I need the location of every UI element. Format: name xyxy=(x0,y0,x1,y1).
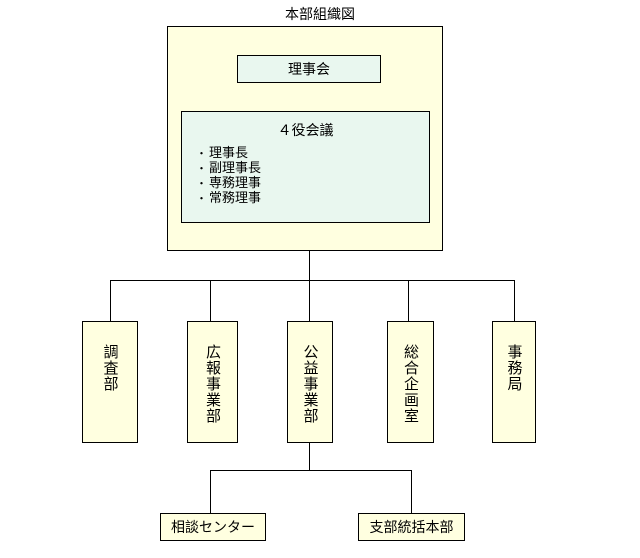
connector xyxy=(411,470,412,513)
department-box: 広報事業部 xyxy=(187,321,238,443)
sub-unit-box: 支部統括本部 xyxy=(358,513,465,541)
department-box: 公益事業部 xyxy=(287,321,333,443)
department-box: 総合企画室 xyxy=(387,321,434,443)
member-item: 理事長 xyxy=(196,146,261,161)
meeting-box: ４役会議 理事長 副理事長 専務理事 常務理事 xyxy=(181,111,430,223)
connector xyxy=(210,470,211,513)
member-list: 理事長 副理事長 専務理事 常務理事 xyxy=(196,146,261,206)
member-item: 副理事長 xyxy=(196,161,261,176)
meeting-title: ４役会議 xyxy=(277,123,334,139)
connector xyxy=(309,443,310,470)
member-item: 常務理事 xyxy=(196,191,261,206)
connector xyxy=(110,280,111,321)
connector xyxy=(514,280,515,321)
connector xyxy=(110,280,515,281)
diagram-title: 本部組織図 xyxy=(285,7,355,23)
connector xyxy=(309,251,310,280)
connector xyxy=(210,470,412,471)
connector xyxy=(408,280,409,321)
sub-unit-box: 相談センター xyxy=(160,513,266,541)
connector xyxy=(210,280,211,321)
department-box: 調査部 xyxy=(82,321,138,443)
member-item: 専務理事 xyxy=(196,176,261,191)
board-box: 理事会 xyxy=(237,55,381,83)
connector xyxy=(309,280,310,321)
department-box: 事務局 xyxy=(492,321,536,443)
